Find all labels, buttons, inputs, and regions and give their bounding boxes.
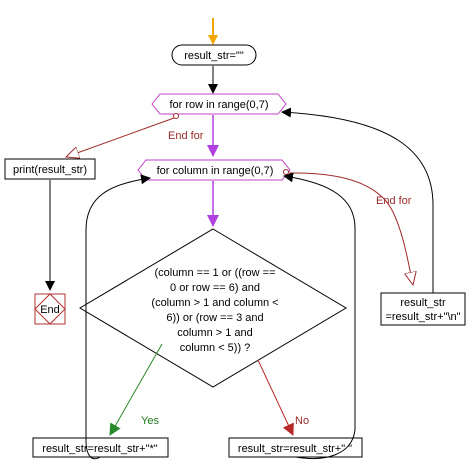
- edge-yes: [109, 343, 163, 436]
- edge-inner-loop-end: [288, 172, 413, 285]
- outer-loop-node: for row in range(0,7): [151, 93, 287, 115]
- outer-loop-exit-port: [173, 113, 179, 119]
- init-node: result_str="": [171, 44, 257, 66]
- condition-line-5: column > 1 and: [177, 327, 253, 339]
- outer-end-for-label: End for: [168, 130, 204, 142]
- no-label: No: [295, 415, 309, 427]
- newline-label-2: =result_str+"\n": [385, 311, 460, 323]
- edge-space-loop-back: [283, 172, 356, 460]
- condition-line-6: column < 5)) ?: [180, 342, 251, 354]
- outer-loop-label: for row in range(0,7): [169, 99, 268, 111]
- append-space-label: result_str=result_str+" ": [238, 443, 352, 455]
- condition-node: (column == 1 or ((row == 0 or row == 6) …: [79, 228, 347, 388]
- newline-label-1: result_str: [400, 297, 446, 309]
- end-node: End: [34, 293, 66, 325]
- print-node-label: print(result_str): [13, 164, 87, 176]
- condition-line-4: 6)) or (row == 3 and: [166, 312, 263, 324]
- edge-star-loop-back: [85, 174, 151, 460]
- append-star-label: result_str=result_str+"*": [42, 443, 158, 455]
- inner-end-for-label: End for: [376, 195, 412, 207]
- inner-loop-node: for column in range(0,7): [137, 159, 291, 181]
- inner-loop-exit-port: [283, 169, 289, 175]
- yes-label: Yes: [141, 415, 159, 427]
- append-space-node: result_str=result_str+" ": [228, 437, 363, 458]
- condition-line-2: 0 or row == 6) and: [170, 282, 260, 294]
- init-node-label: result_str="": [184, 50, 244, 62]
- newline-node: result_str =result_str+"\n": [380, 292, 466, 326]
- edge-newline-loop-back: [281, 107, 434, 293]
- append-star-node: result_str=result_str+"*": [32, 437, 169, 458]
- print-node: print(result_str): [4, 158, 96, 180]
- inner-loop-label: for column in range(0,7): [157, 165, 274, 177]
- condition-line-1: (column == 1 or ((row ==: [154, 267, 275, 279]
- edge-outer-loop-end: [66, 117, 175, 157]
- edge-no: [257, 359, 294, 436]
- end-node-label: End: [40, 304, 60, 316]
- condition-line-3: (column > 1 and column <: [151, 297, 278, 309]
